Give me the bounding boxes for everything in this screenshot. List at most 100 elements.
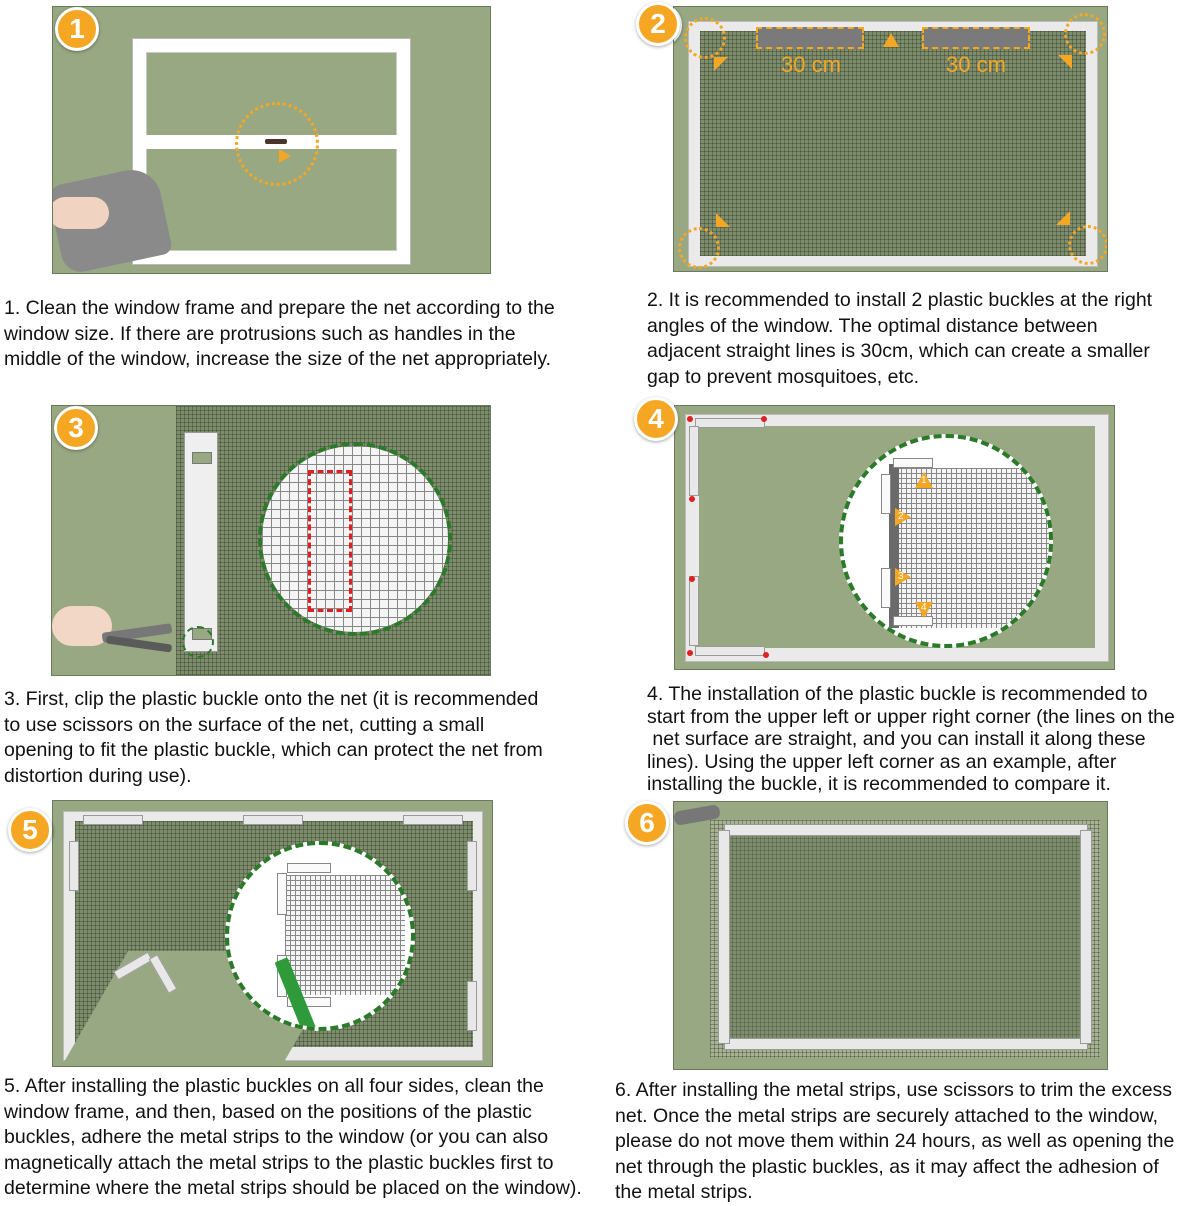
step-3-illustration: 3 — [51, 405, 491, 676]
metal-strip — [83, 815, 143, 825]
scissors-icon — [52, 606, 173, 666]
caption-line: 6. After installing the metal strips, us… — [615, 1079, 1173, 1101]
metal-strip — [889, 464, 899, 628]
caption-line: 2. It is recommended to install 2 plasti… — [647, 289, 1153, 311]
step-badge-6: 6 — [625, 801, 669, 845]
plastic-buckle — [881, 474, 891, 514]
buckle-slot — [192, 452, 212, 464]
zoom-circle — [258, 442, 452, 636]
arrow-icon — [716, 213, 730, 227]
caption-line: angles of the window. The optimal distan… — [647, 314, 1098, 337]
metal-strip-left — [718, 830, 730, 1044]
caption-line: 1. Clean the window frame and prepare th… — [4, 297, 555, 319]
metal-strip — [69, 841, 79, 891]
metal-strip — [467, 981, 477, 1031]
zoom-circle — [225, 841, 415, 1031]
marker-dot — [689, 576, 695, 582]
step-badge-5-outer: 5 — [8, 808, 52, 852]
step-badge-4: 4 — [634, 397, 678, 441]
window-glass — [728, 834, 1082, 1040]
marker-1-label: 1 — [921, 475, 927, 486]
marker-1-icon — [915, 472, 933, 488]
plastic-buckle — [695, 646, 765, 656]
corner-ring-top-right — [1064, 13, 1106, 55]
caption-line: distortion during use). — [4, 764, 192, 787]
caption-line: the metal strips. — [615, 1181, 753, 1203]
caption-line: net. Once the metal strips are securely … — [615, 1104, 1159, 1127]
caption-line: window frame, and then, based on the pos… — [4, 1100, 532, 1123]
metal-strip — [467, 841, 477, 891]
plastic-buckle — [277, 873, 287, 915]
metal-strip-top — [724, 824, 1088, 836]
caption-line: 4. The installation of the plastic buckl… — [647, 683, 1148, 705]
caption-line: start from the upper left or upper right… — [647, 705, 1175, 728]
step-3-caption: 3. First, clip the plastic buckle onto t… — [4, 687, 543, 789]
net-closeup — [285, 875, 405, 995]
caption-line: net surface are straight, and you can in… — [647, 728, 1146, 750]
corner-ring-bottom-left — [678, 227, 720, 269]
caption-line: 3. First, clip the plastic buckle onto t… — [4, 688, 539, 710]
marker-dot — [687, 650, 693, 656]
step-6-illustration — [673, 801, 1108, 1070]
caption-line: installing the buckle, it is recommended… — [647, 773, 1111, 795]
corner-ring-top-left — [684, 17, 726, 59]
caption-line: determine where the metal strips should … — [4, 1177, 582, 1199]
plastic-buckle — [893, 458, 933, 468]
handle-icon — [265, 139, 287, 144]
spacing-bracket-right — [922, 27, 1030, 49]
caption-line: opening to fit the plastic buckle, which… — [4, 739, 543, 761]
net-closeup — [262, 446, 448, 632]
marker-dot — [761, 416, 767, 422]
caption-line: buckles, adhere the metal strips to the … — [4, 1126, 549, 1148]
spacing-bracket-left — [756, 27, 864, 49]
plastic-buckle — [893, 616, 933, 626]
caption-line: magnetically attach the metal strips to … — [4, 1151, 554, 1174]
step-2-illustration: 30 cm 30 cm 2 — [673, 6, 1108, 272]
cut-guide-box — [308, 470, 352, 612]
step-4-illustration: 1 2 3 4 — [674, 405, 1115, 670]
caption-line: please do not move them within 24 hours,… — [615, 1130, 1175, 1152]
marker-dot — [687, 416, 693, 422]
metal-strip — [243, 815, 303, 825]
corner-ring-bottom-right — [1068, 225, 1107, 265]
plastic-buckle — [881, 568, 891, 608]
up-arrow-icon — [883, 33, 899, 47]
caption-line: lines). Using the upper left corner as a… — [647, 750, 1117, 773]
handle-highlight-ring — [235, 102, 319, 186]
metal-strip-bottom — [724, 1038, 1088, 1050]
caption-line: gap to prevent mosquitoes, etc. — [647, 365, 920, 388]
plastic-buckle — [689, 576, 699, 646]
step-2-caption: 2. It is recommended to install 2 plasti… — [647, 288, 1152, 390]
marker-dot — [763, 652, 769, 658]
marker-2-icon — [895, 508, 911, 526]
step-badge-5: 5 — [52, 809, 53, 853]
step-5-illustration: 5 — [52, 800, 493, 1067]
plastic-buckle — [287, 997, 331, 1007]
zoom-circle: 1 2 3 4 — [839, 434, 1053, 648]
spacing-label-right: 30 cm — [946, 52, 1006, 77]
caption-line: window size. If there are protrusions su… — [4, 322, 516, 345]
marker-4-icon — [915, 602, 933, 618]
marker-3-label: 3 — [898, 571, 904, 582]
step-4-caption: 4. The installation of the plastic buckl… — [647, 683, 1175, 796]
plastic-buckle — [695, 418, 765, 428]
step-badge-2-outer: 2 — [636, 2, 680, 46]
metal-strip — [403, 815, 463, 825]
caption-line: middle of the window, increase the size … — [4, 348, 552, 370]
plastic-buckle — [689, 426, 699, 496]
plastic-buckle — [184, 432, 218, 652]
step-badge-1: 1 — [55, 7, 99, 51]
step-1-caption: 1. Clean the window frame and prepare th… — [4, 296, 555, 373]
step-1-illustration: 1 — [52, 6, 491, 274]
arrow-icon — [1056, 211, 1070, 225]
marker-dot — [689, 496, 695, 502]
pointer-arrow-icon — [279, 149, 291, 163]
caption-line: 5. After installing the plastic buckles … — [4, 1075, 544, 1097]
arrow-icon — [1058, 55, 1072, 69]
caption-line: net through the plastic buckles, as it m… — [615, 1155, 1159, 1178]
metal-strip-right — [1080, 830, 1092, 1044]
insect-net — [700, 31, 1086, 256]
hand-icon — [53, 197, 109, 229]
net-closeup — [891, 468, 1049, 628]
step-badge-3: 3 — [54, 406, 98, 450]
